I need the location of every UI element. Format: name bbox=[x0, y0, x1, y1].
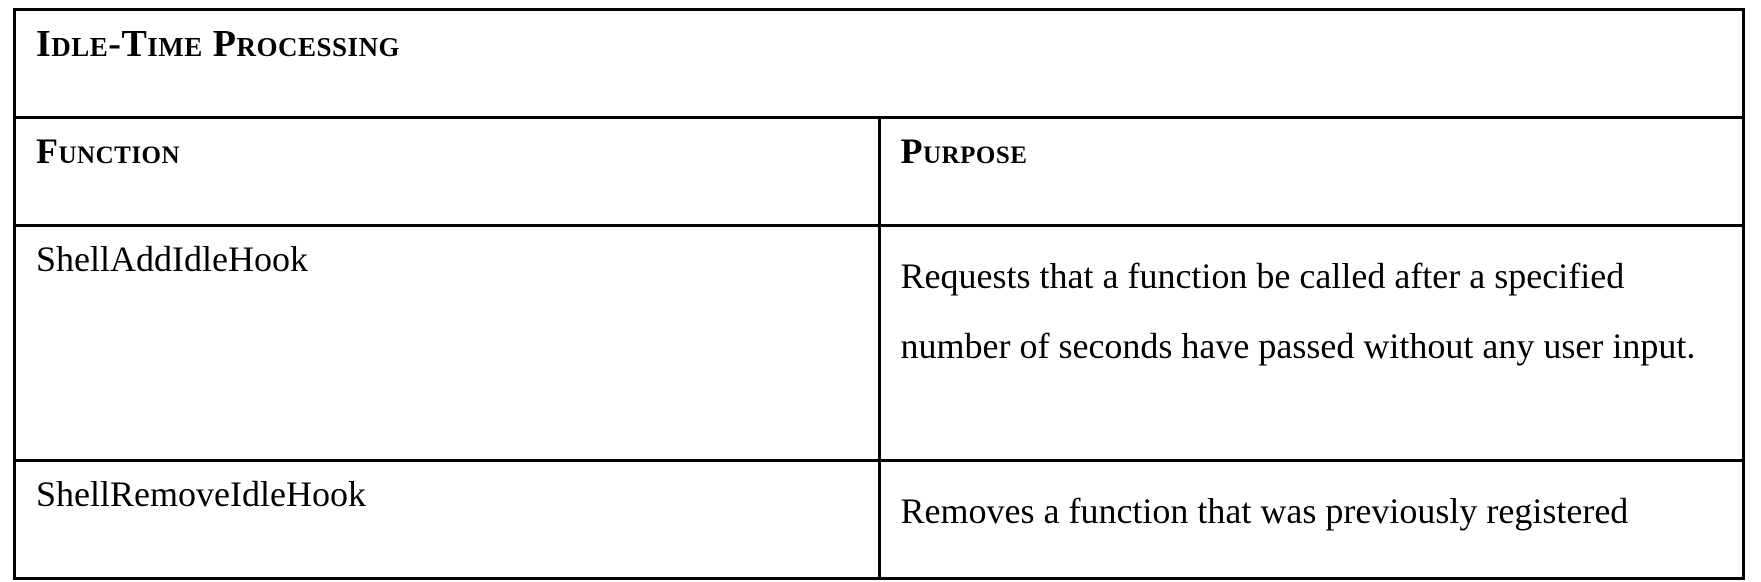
table-row: ShellRemoveIdleHook Removes a function t… bbox=[13, 459, 1745, 580]
table-title-cell: Idle-Time Processing bbox=[13, 8, 1745, 119]
column-header-purpose: Purpose bbox=[900, 131, 1028, 171]
purpose-line: Removes a function that was previously r… bbox=[900, 491, 1629, 531]
function-name: ShellRemoveIdleHook bbox=[36, 474, 366, 514]
function-name-cell: ShellAddIdleHook bbox=[13, 224, 881, 462]
function-name-cell: ShellRemoveIdleHook bbox=[13, 459, 881, 580]
purpose-line: Requests that a function be called after… bbox=[900, 256, 1625, 296]
idle-time-processing-table: Idle-Time Processing Function Purpose bbox=[13, 8, 1745, 580]
column-header-purpose-cell: Purpose bbox=[877, 116, 1745, 227]
column-header-function: Function bbox=[36, 131, 181, 171]
column-header-function-cell: Function bbox=[13, 116, 881, 227]
function-purpose-cell: Removes a function that was previously r… bbox=[877, 459, 1745, 580]
table-header-row: Function Purpose bbox=[13, 116, 1745, 227]
table-title: Idle-Time Processing bbox=[36, 23, 401, 65]
table-title-row: Idle-Time Processing bbox=[13, 8, 1745, 119]
function-purpose-cell: Requests that a function be called after… bbox=[877, 224, 1745, 462]
purpose-line: number of seconds have passed without an… bbox=[900, 326, 1696, 367]
function-name: ShellAddIdleHook bbox=[36, 239, 308, 279]
table-row: ShellAddIdleHook Requests that a functio… bbox=[13, 224, 1745, 462]
